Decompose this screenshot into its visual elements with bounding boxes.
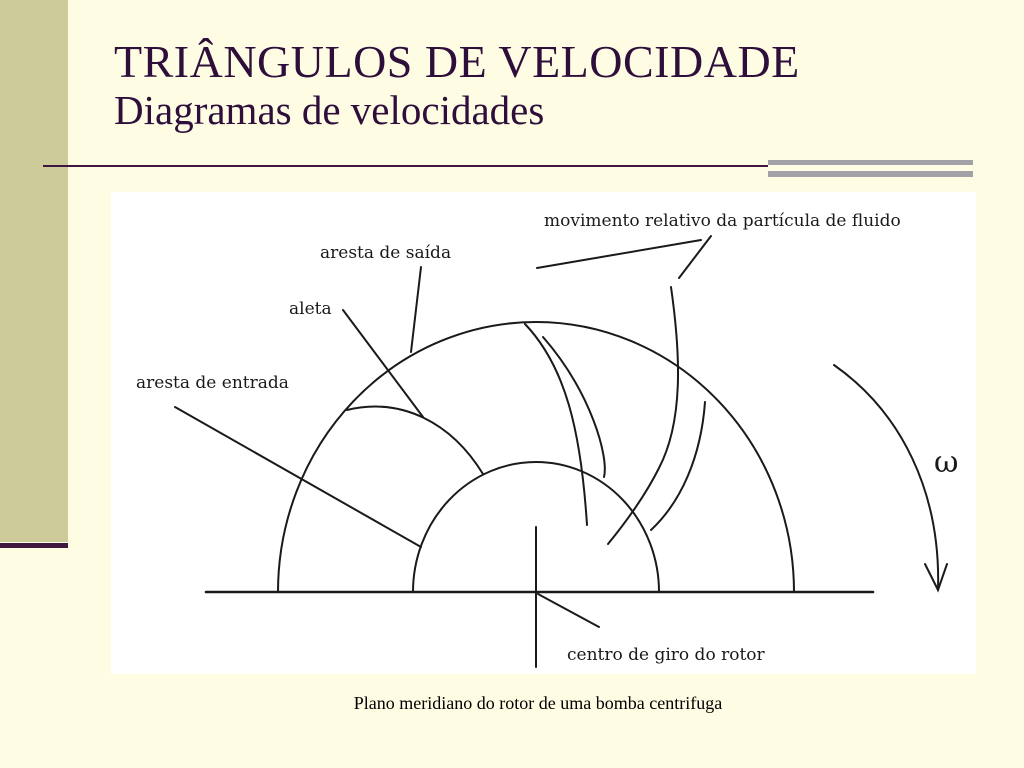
label-vane: aleta xyxy=(289,299,332,319)
omega-symbol: ω xyxy=(934,445,958,480)
leader-outlet-edge xyxy=(410,266,422,353)
figure-caption: Plano meridiano do rotor de uma bomba ce… xyxy=(353,693,723,713)
outer-circle-arc xyxy=(277,321,795,593)
label-relative-motion: movimento relativo da partícula de fluid… xyxy=(544,211,901,231)
inner-circle-arc xyxy=(412,461,660,593)
rotation-arrow-head xyxy=(924,563,948,593)
leader-vane xyxy=(342,309,424,418)
side-decor-rule xyxy=(0,543,68,548)
title-block: TRIÂNGULOS DE VELOCIDADE Diagramas de ve… xyxy=(114,36,800,133)
slide-title: TRIÂNGULOS DE VELOCIDADE xyxy=(114,36,800,87)
leader-rotor-center xyxy=(537,593,600,628)
rotor-diagram: movimento relativo da partícula de fluid… xyxy=(136,211,958,668)
leader-inlet-edge xyxy=(174,406,422,548)
relative-path-b xyxy=(542,336,606,478)
relative-path-c xyxy=(607,286,680,545)
relative-path-d xyxy=(650,401,706,531)
relative-path-a xyxy=(524,323,588,526)
rotor-diagram-panel: movimento relativo da partícula de fluid… xyxy=(111,192,976,674)
vane-blade-outer xyxy=(346,405,484,475)
leader-relative-1 xyxy=(536,239,702,269)
label-rotor-center: centro de giro do rotor xyxy=(567,645,766,665)
leader-relative-2 xyxy=(678,235,712,279)
title-underline-accent-bottom xyxy=(768,171,973,177)
title-underline xyxy=(43,165,768,167)
slide-subtitle: Diagramas de velocidades xyxy=(114,86,545,133)
rotation-arrow xyxy=(833,364,940,591)
label-outlet-edge: aresta de saída xyxy=(320,243,451,263)
label-inlet-edge: aresta de entrada xyxy=(136,373,289,393)
title-underline-accent-top xyxy=(768,160,973,165)
side-decor-band xyxy=(0,0,68,542)
